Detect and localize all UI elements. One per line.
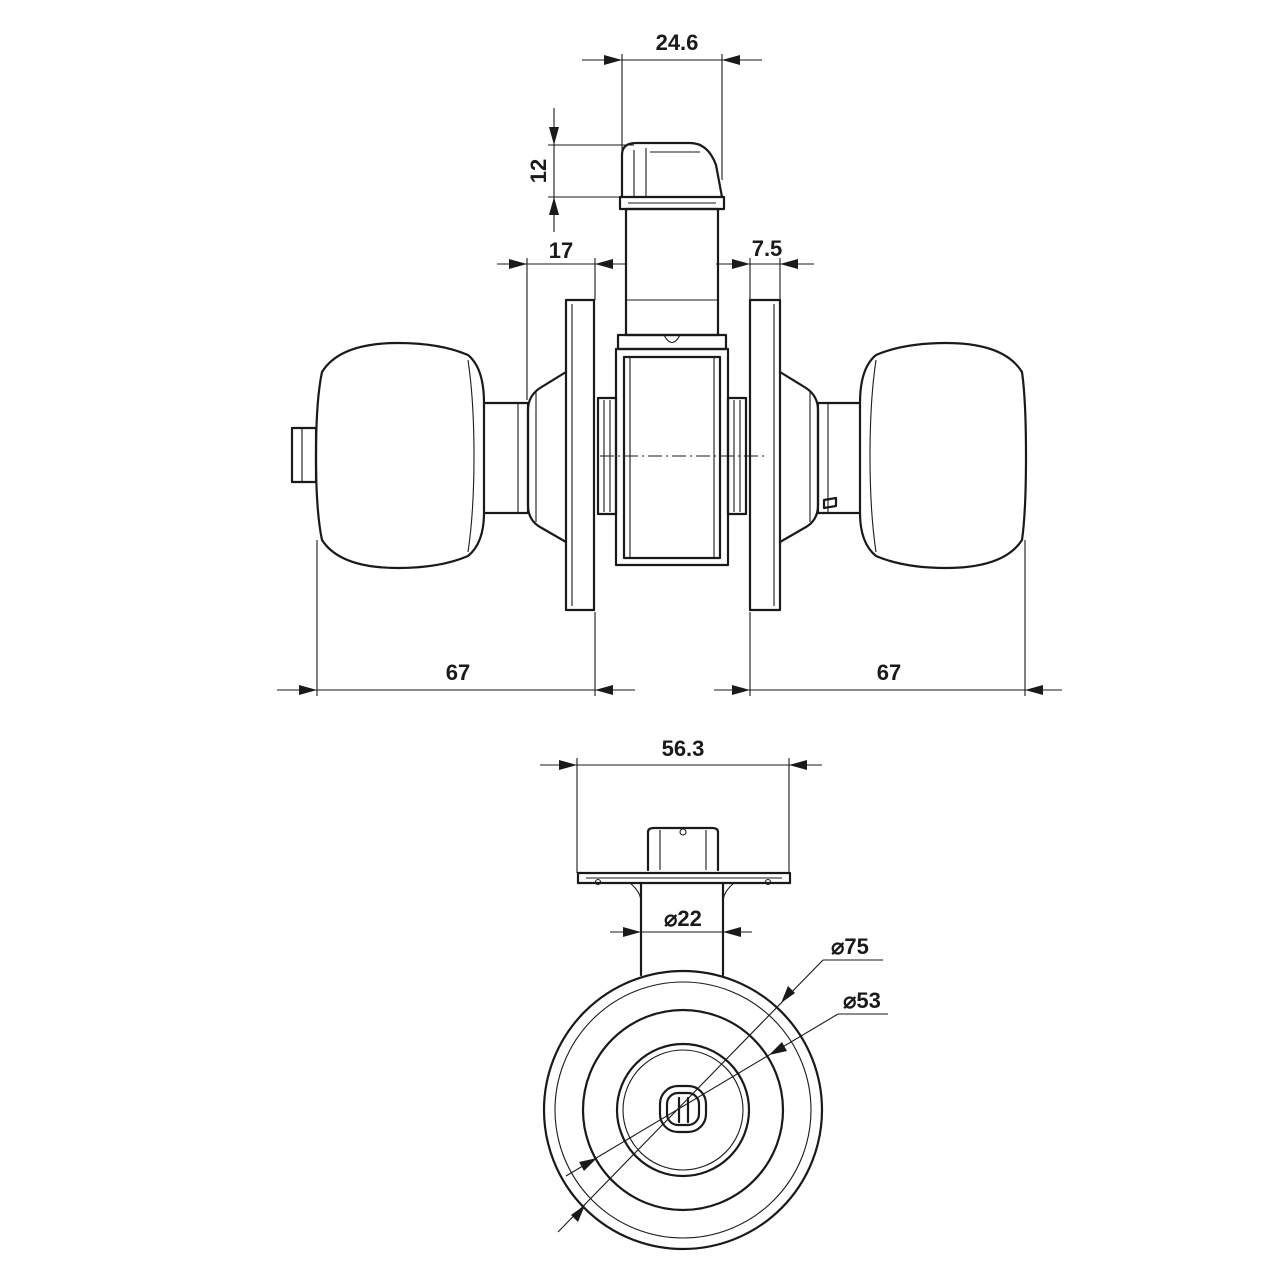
dimension-latch-height: 12	[526, 108, 634, 232]
left-knob	[290, 341, 530, 570]
dimension-knob-diameter: ⌀53	[565, 988, 888, 1177]
label-latch-backset: 24.6	[656, 30, 699, 55]
label-latch-height: 12	[526, 159, 551, 183]
rose-rings	[542, 969, 824, 1251]
dimension-rose-right: 7.5	[716, 236, 814, 300]
strike-plate	[576, 826, 792, 886]
label-knob-right: 67	[877, 660, 901, 685]
label-rose-right: 7.5	[752, 236, 783, 261]
label-knob-diameter: ⌀53	[843, 988, 881, 1013]
turn-button	[658, 1084, 708, 1134]
dimension-knob-left: 67	[277, 540, 635, 696]
label-rose-diameter: ⌀75	[831, 934, 869, 959]
right-rose	[748, 298, 820, 612]
side-view: 24.6 12 17 7.5	[277, 30, 1062, 696]
left-rose	[526, 298, 596, 612]
dimension-spindle-diameter: ⌀22	[610, 906, 752, 937]
right-knob	[816, 341, 1028, 570]
spindle	[629, 881, 735, 977]
lock-chassis	[596, 347, 766, 567]
end-view: 56.3 ⌀22 ⌀75 ⌀53	[540, 736, 888, 1251]
label-strike-width: 56.3	[662, 736, 705, 761]
latch-bolt	[616, 141, 728, 351]
dimension-latch-backset: 24.6	[582, 30, 762, 190]
dimension-rose-diameter: ⌀75	[557, 934, 883, 1233]
dimension-rose-left: 17	[497, 238, 625, 400]
dimension-knob-right: 67	[714, 540, 1062, 696]
label-knob-left: 67	[446, 660, 470, 685]
label-spindle-diameter: ⌀22	[664, 906, 702, 931]
dimension-strike-width: 56.3	[540, 736, 822, 873]
label-rose-left: 17	[549, 238, 573, 263]
